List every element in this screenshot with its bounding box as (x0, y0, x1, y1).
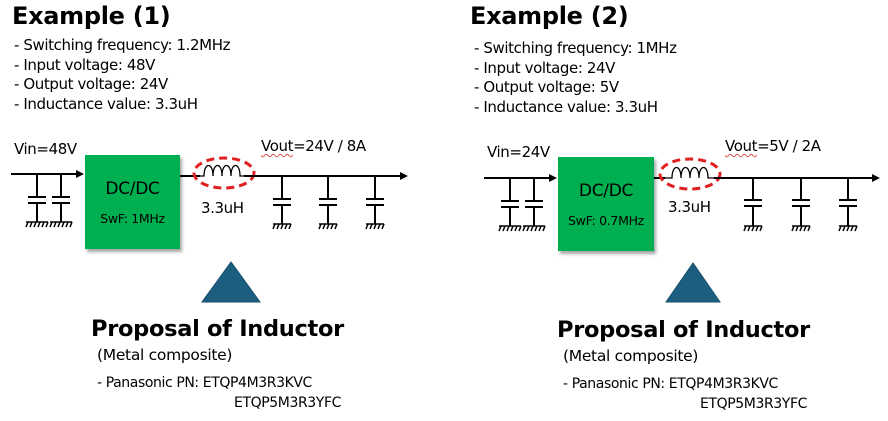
part-number-1: - Panasonic PN: ETQP4M3R3KVC (563, 376, 778, 392)
ground-icon (25, 221, 49, 228)
capacitor-icon (744, 178, 762, 226)
ground-icon (791, 225, 811, 232)
inductor-icon (200, 164, 244, 177)
ground-icon (49, 221, 73, 228)
arrow-icon (549, 174, 557, 182)
ground-icon (498, 225, 522, 232)
spec-item: - Output voltage: 5V (474, 78, 619, 96)
spec-list: - Switching frequency: 1MHz - Input volt… (474, 39, 677, 117)
proposal-heading: Proposal of Inductor (91, 316, 344, 342)
part-number-2: ETQP5M3R3YFC (234, 395, 341, 411)
spec-list: - Switching frequency: 1.2MHz - Input vo… (14, 36, 230, 114)
spec-item: - Output voltage: 24V (14, 75, 168, 93)
example-title: Example (1) (12, 2, 171, 30)
capacitor-icon (28, 174, 46, 222)
dcdc-label: DC/DC (105, 179, 160, 199)
part-number-1: - Panasonic PN: ETQP4M3R3KVC (97, 375, 312, 391)
vout-label: Vout=24V / 8A (261, 137, 366, 155)
spec-item: - Switching frequency: 1.2MHz (14, 36, 231, 54)
capacitor-icon (501, 178, 519, 226)
inductor-value-label: 3.3uH (201, 199, 244, 217)
vin-label: Vin=24V (487, 143, 550, 161)
inductor-highlight (192, 156, 256, 190)
swf-label: SwF: 1MHz (100, 211, 165, 226)
example-title: Example (2) (470, 2, 629, 30)
ground-icon (522, 225, 546, 232)
arrow-icon (76, 170, 84, 178)
dcdc-converter-block: DC/DC SwF: 0.7MHz (558, 157, 654, 251)
arrow-icon (400, 172, 408, 180)
vout-label: Vout=5V / 2A (725, 137, 821, 155)
spec-item: - Switching frequency: 1MHz (474, 39, 677, 57)
inductor-highlight (658, 157, 722, 191)
ground-icon (272, 223, 292, 230)
capacitor-icon (792, 178, 810, 226)
triangle-arrow-icon (201, 261, 261, 303)
spec-item: - Input voltage: 24V (474, 58, 616, 77)
dcdc-label: DC/DC (578, 181, 634, 201)
spec-item: - Inductance value: 3.3uH (14, 94, 198, 113)
part-number-2: ETQP5M3R3YFC (700, 396, 807, 412)
ground-icon (365, 223, 385, 230)
swf-label: SwF: 0.7MHz (568, 213, 644, 228)
dcdc-converter-block: DC/DC SwF: 1MHz (85, 155, 180, 249)
capacitor-icon (525, 178, 543, 226)
inductor-value-label: 3.3uH (668, 198, 711, 216)
arrow-icon (872, 174, 880, 182)
capacitor-icon (839, 178, 857, 226)
ground-icon (743, 225, 763, 232)
spec-item: - Input voltage: 48V (14, 55, 156, 74)
ground-icon (838, 225, 858, 232)
inductor-icon (665, 166, 714, 179)
proposal-type: (Metal composite) (563, 347, 699, 365)
capacitor-icon (366, 176, 384, 224)
capacitor-icon (319, 176, 337, 224)
capacitor-icon (273, 176, 291, 224)
triangle-arrow-icon (665, 262, 721, 303)
vin-label: Vin=48V (14, 140, 77, 158)
ground-icon (318, 223, 338, 230)
proposal-heading: Proposal of Inductor (557, 317, 810, 343)
capacitor-icon (52, 174, 70, 222)
spec-item: - Inductance value: 3.3uH (474, 97, 658, 116)
proposal-type: (Metal composite) (97, 346, 233, 364)
